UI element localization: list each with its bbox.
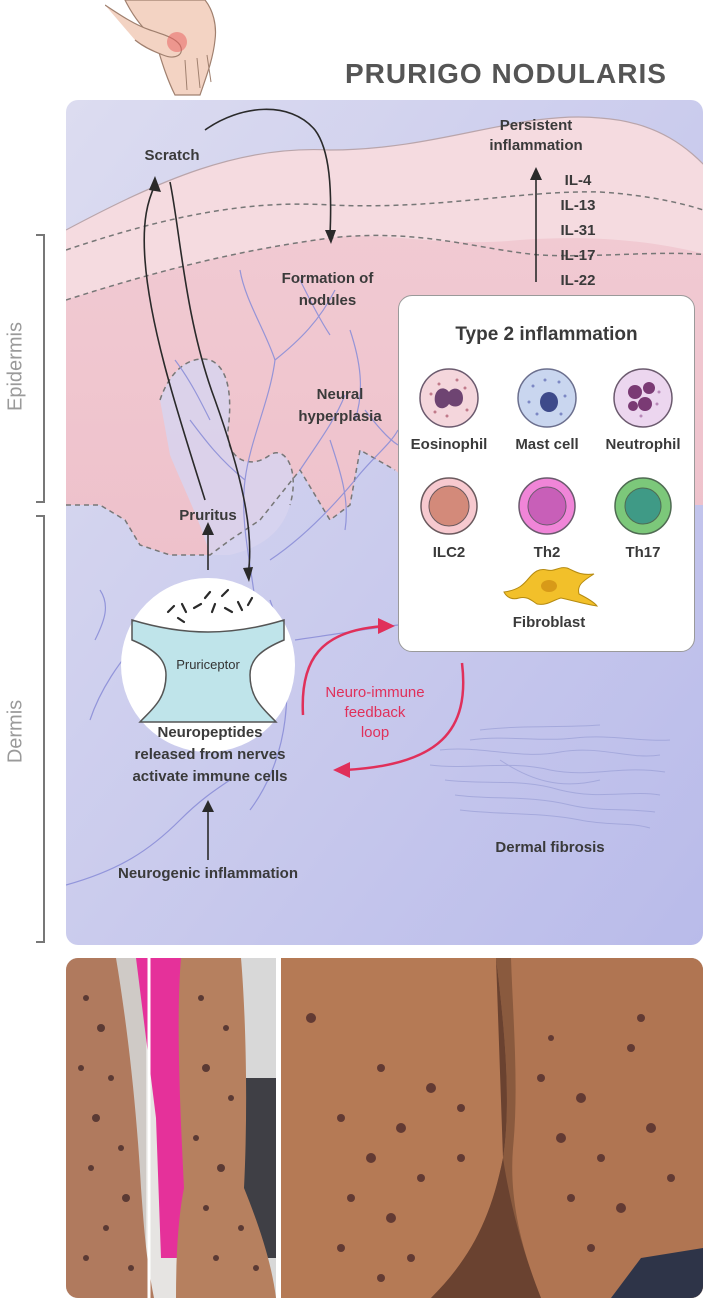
neurogenic-inflammation-label: Neurogenic inflammation	[117, 865, 299, 882]
cytokine-list: IL-4 IL-13 IL-31 IL-17 IL-22	[548, 168, 608, 293]
th17-icon	[614, 477, 672, 535]
mast-cell: Mast cell	[499, 366, 595, 453]
scratch-arrows	[143, 108, 537, 860]
cytokine-il31: IL-31	[560, 222, 596, 239]
neural-hyperplasia-label: Neural hyperplasia	[298, 386, 382, 425]
eosinophil-icon	[419, 368, 479, 428]
mast-cell-icon	[517, 368, 577, 428]
layer-brackets	[36, 234, 45, 943]
th17-cell: Th17	[595, 474, 691, 561]
th2-cell: Th2	[499, 474, 595, 561]
fibroblast-icon	[503, 567, 599, 607]
epidermis-label: Epidermis	[4, 322, 27, 411]
type2-inflammation-panel: Type 2 inflammation Eosinophil Mast cell…	[398, 295, 695, 652]
legs-photo	[281, 958, 703, 1298]
eosinophil-label: Eosinophil	[410, 436, 488, 453]
cytokine-il4: IL-4	[564, 172, 592, 189]
neutrophil-label: Neutrophil	[605, 436, 681, 453]
ilc2-icon	[420, 477, 478, 535]
neutrophil-cell: Neutrophil	[595, 366, 691, 453]
panel-title: Type 2 inflammation	[455, 324, 638, 345]
pruritus-label: Pruritus	[179, 507, 237, 524]
th2-label: Th2	[533, 544, 561, 561]
neuropeptides-label: Neuropeptides released from nerves activ…	[132, 724, 288, 785]
scratching-hand-icon	[105, 0, 217, 96]
mast-cell-label: Mast cell	[515, 436, 579, 453]
dermis-label: Dermis	[4, 699, 27, 764]
th2-icon	[518, 477, 576, 535]
th17-label: Th17	[625, 544, 661, 561]
stratum-corneum	[66, 117, 703, 300]
rete-ridge-shape	[160, 359, 294, 555]
arrowheads	[149, 167, 542, 812]
ilc2-label: ILC2	[432, 544, 466, 561]
cytokine-il22: IL-22	[560, 272, 596, 289]
feedback-loop-arrows	[301, 624, 465, 772]
arms-photo	[66, 958, 276, 1298]
eosinophil-cell: Eosinophil	[401, 366, 497, 453]
persistent-inflammation-label: Persistent inflammation	[489, 117, 583, 154]
fibroblast-label: Fibroblast	[512, 614, 586, 631]
pruriceptor-label: Pruriceptor	[176, 657, 240, 672]
dermal-fibrosis-label: Dermal fibrosis	[495, 839, 605, 856]
feedback-loop-label: Neuro-immune feedback loop	[325, 684, 425, 741]
fibrosis-fibers	[429, 724, 671, 829]
formation-nodules-label: Formation of nodules	[281, 270, 374, 309]
scratch-label: Scratch	[144, 147, 200, 164]
fibroblast-cell: Fibroblast	[494, 564, 604, 631]
ilc2-cell: ILC2	[401, 474, 497, 561]
legs-photo-image	[281, 958, 703, 1298]
neutrophil-icon	[613, 368, 673, 428]
diagram-title: PRURIGO NODULARIS	[345, 58, 667, 89]
cytokine-il17: IL-17	[560, 247, 596, 264]
arms-photo-image	[66, 958, 276, 1298]
pruriceptor-icon	[121, 578, 295, 752]
cytokine-il13: IL-13	[560, 197, 596, 214]
